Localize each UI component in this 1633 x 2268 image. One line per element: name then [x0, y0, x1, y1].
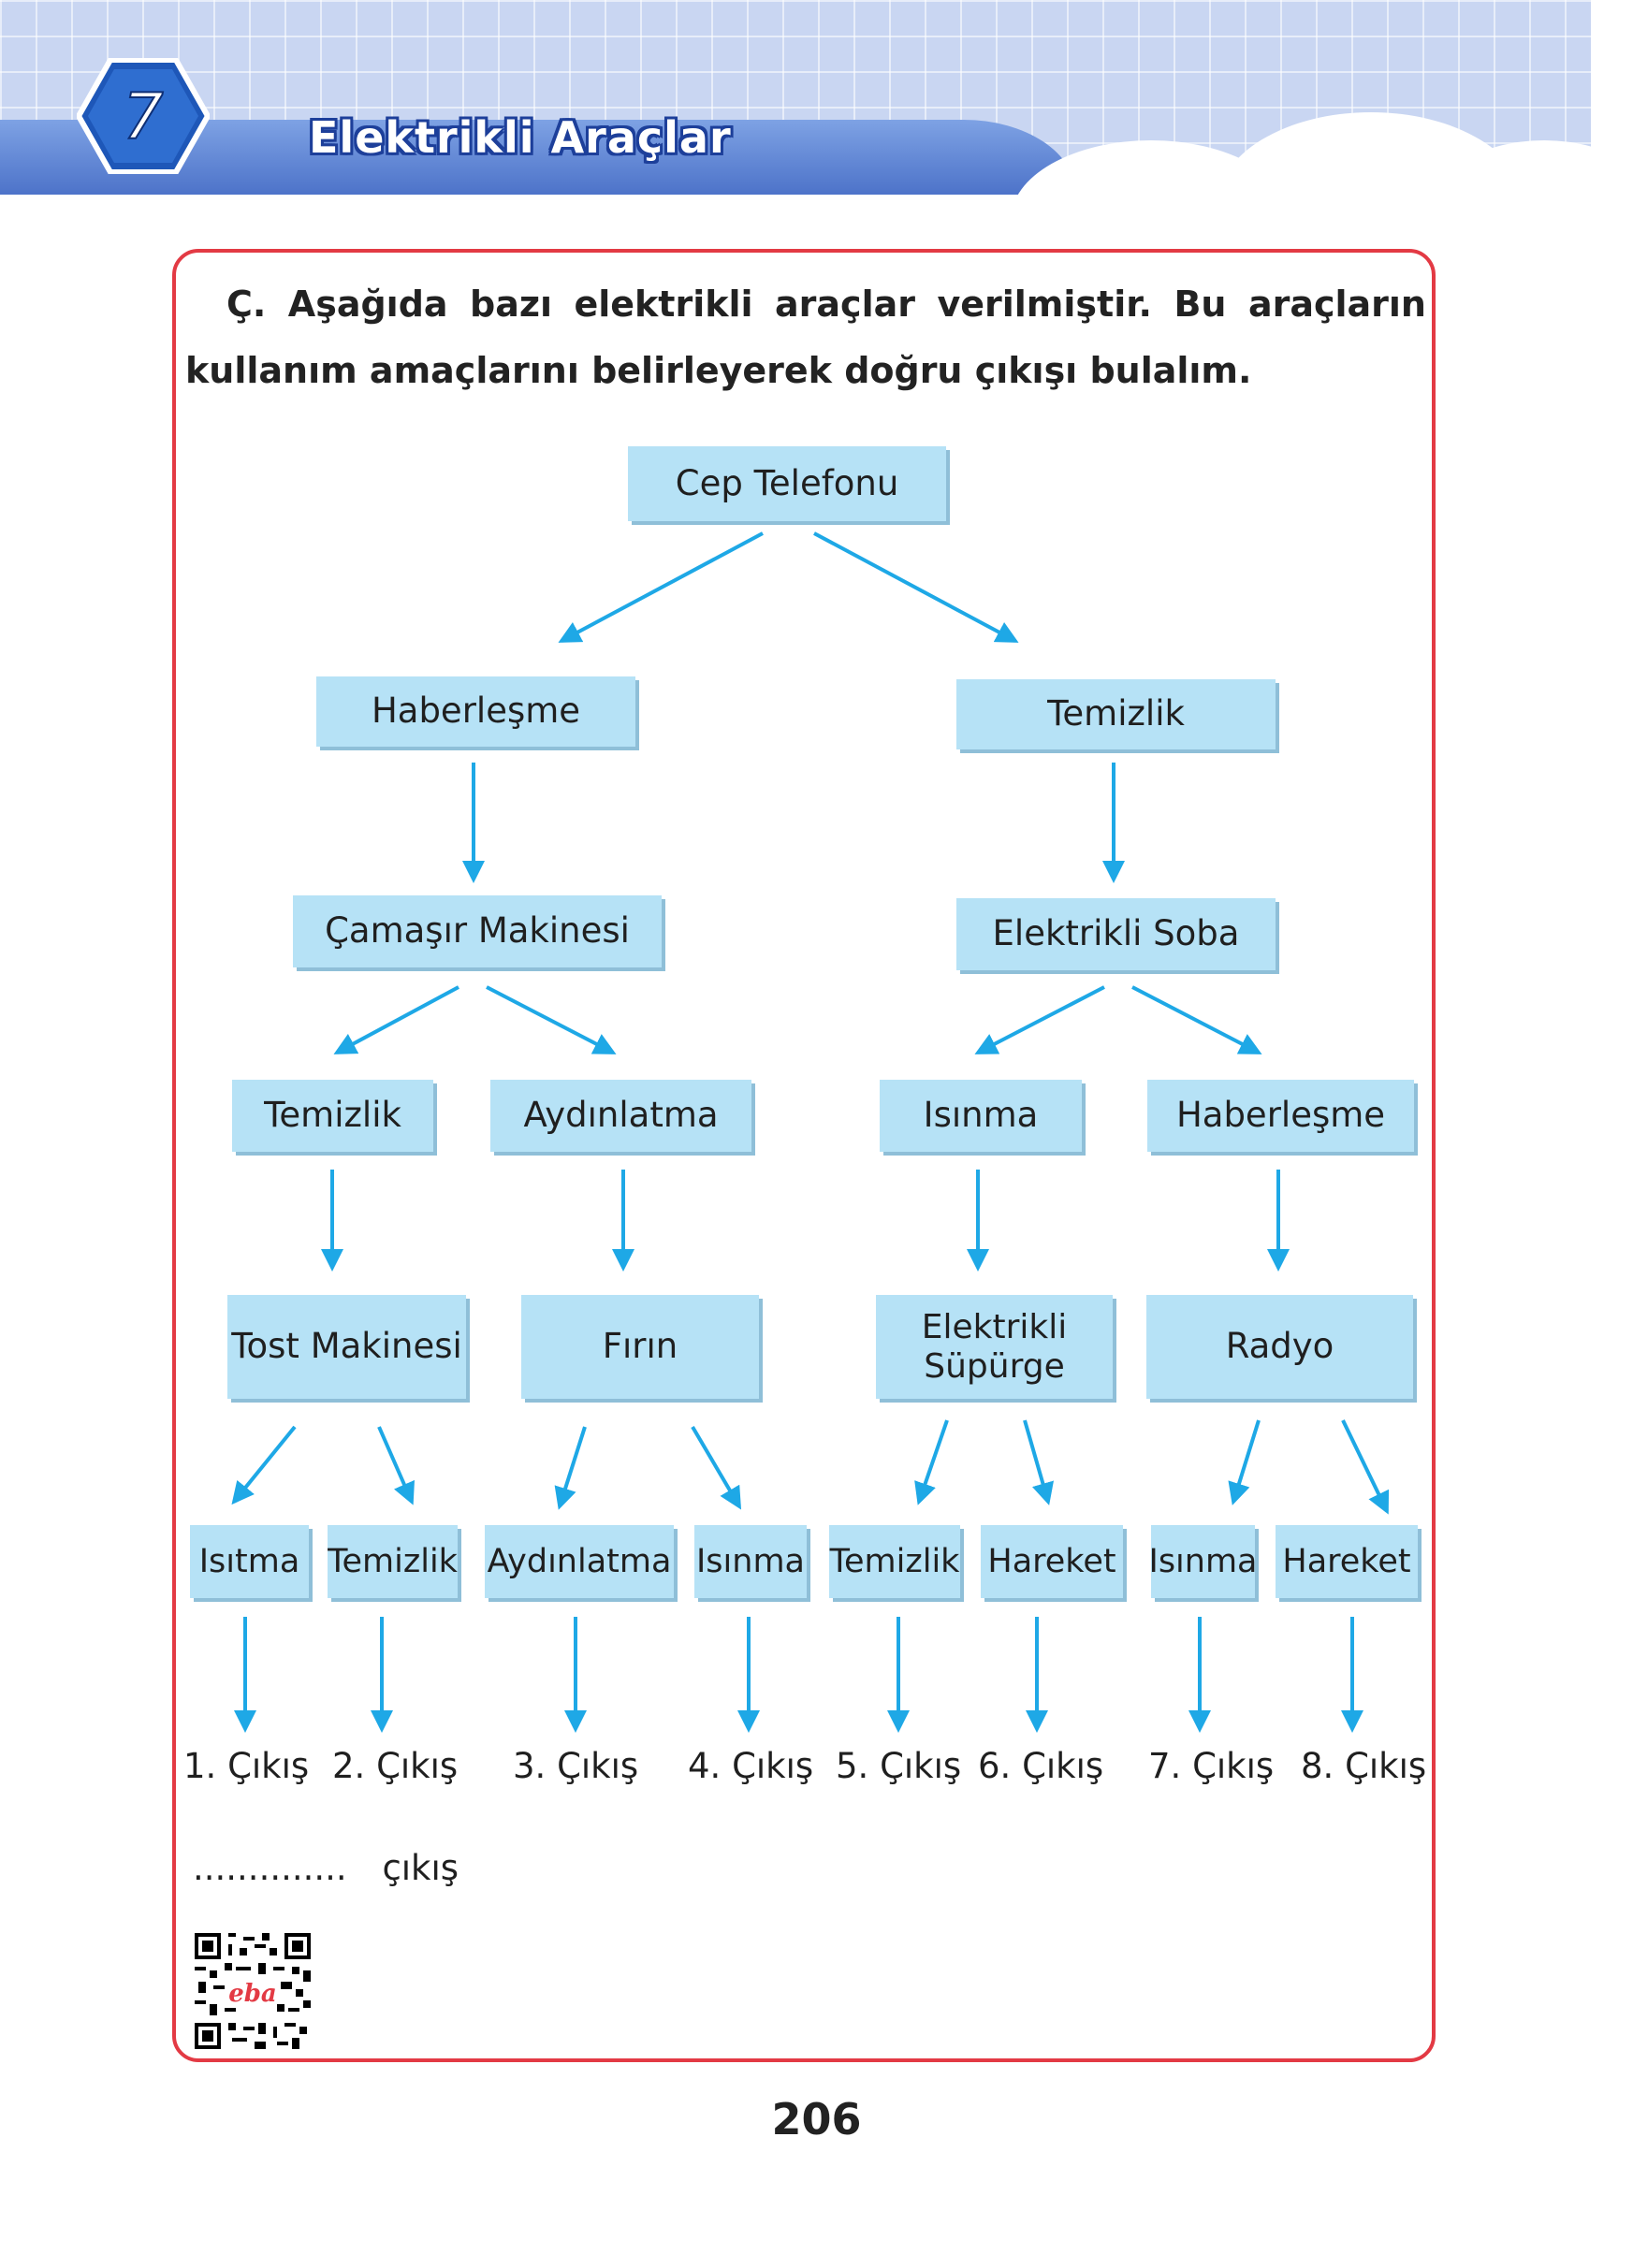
- node-level5-7: Isınma: [1149, 1525, 1258, 1598]
- exit-label-1: 1. Çıkış: [183, 1746, 310, 1786]
- node-level5-3: Aydınlatma: [485, 1525, 674, 1598]
- answer-line[interactable]: .............. çıkış: [193, 1848, 459, 1888]
- node-level4-3-line2: Süpürge: [924, 1346, 1065, 1386]
- node-level4-3: Elektrikli Süpürge: [876, 1295, 1113, 1399]
- node-level4-1: Tost Makinesi: [227, 1295, 466, 1399]
- chapter-number: 7: [123, 80, 163, 154]
- exit-label-4: 4. Çıkış: [688, 1746, 814, 1786]
- node-level4-2: Fırın: [521, 1295, 759, 1399]
- instruction-text: Ç. Aşağıda bazı elektrikli araçlar veril…: [185, 271, 1426, 404]
- node-level5-4: Isınma: [694, 1525, 807, 1598]
- chapter-title: Elektrikli Araçlar: [309, 112, 732, 163]
- node-level5-2: Temizlik: [328, 1525, 458, 1598]
- node-level5-1: Isıtma: [190, 1525, 309, 1598]
- exit-label-3: 3. Çıkış: [513, 1746, 639, 1786]
- qr-logo-text: eba: [228, 1980, 277, 2008]
- node-level4-4: Radyo: [1146, 1295, 1413, 1399]
- instruction-line-1: Ç. Aşağıda bazı elektrikli araçlar veril…: [226, 284, 1426, 325]
- node-level5-6: Hareket: [981, 1525, 1123, 1598]
- node-level5-5: Temizlik: [829, 1525, 960, 1598]
- page-number: 206: [771, 2094, 862, 2144]
- answer-label: çıkış: [382, 1848, 459, 1888]
- node-level1-left: Haberleşme: [316, 676, 635, 747]
- node-level1-right: Temizlik: [956, 679, 1276, 749]
- exit-label-7: 7. Çıkış: [1148, 1746, 1275, 1786]
- node-level3-3: Isınma: [880, 1080, 1082, 1152]
- node-level5-8: Hareket: [1276, 1525, 1418, 1598]
- chapter-number-badge: 7: [77, 58, 210, 174]
- node-level3-1: Temizlik: [232, 1080, 433, 1152]
- answer-blank[interactable]: ..............: [193, 1848, 347, 1888]
- instruction-line-2: kullanım amaçlarını belirleyerek doğru ç…: [185, 350, 1252, 391]
- exit-label-5: 5. Çıkış: [836, 1746, 962, 1786]
- exit-label-6: 6. Çıkış: [978, 1746, 1104, 1786]
- activity-frame: [172, 249, 1436, 2062]
- node-root: Cep Telefonu: [628, 446, 946, 521]
- node-level2-left: Çamaşır Makinesi: [293, 895, 662, 967]
- exit-label-8: 8. Çıkış: [1301, 1746, 1427, 1786]
- node-level4-3-line1: Elektrikli: [921, 1308, 1068, 1347]
- node-level3-4: Haberleşme: [1147, 1080, 1414, 1152]
- header-cloud-base: [964, 195, 1633, 251]
- exit-label-2: 2. Çıkış: [332, 1746, 459, 1786]
- node-level3-2: Aydınlatma: [490, 1080, 751, 1152]
- node-level2-right: Elektrikli Soba: [956, 898, 1276, 970]
- qr-code-icon[interactable]: eba: [195, 1933, 311, 2049]
